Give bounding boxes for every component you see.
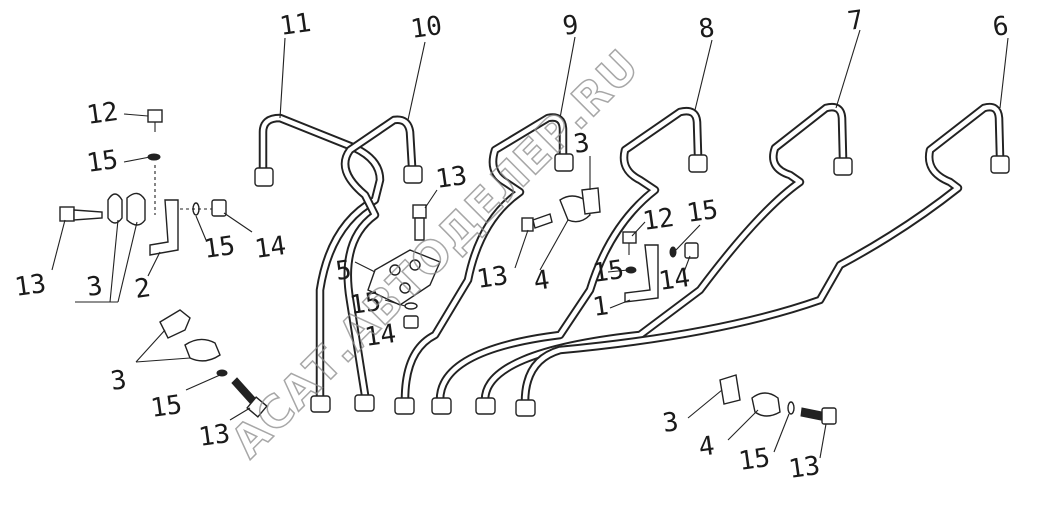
nut-14-center [403,315,419,329]
callout-13-lower-right: 13 [787,451,822,485]
callout-15-right: 15 [591,255,626,289]
washer-15-lower-right [787,401,795,415]
callout-9: 9 [561,10,581,42]
callout-13-mid: 13 [475,261,510,295]
pipe-11 [258,113,385,401]
callout-2: 2 [133,273,153,305]
callout-15-lower-left: 15 [149,390,184,424]
callout-14-right: 14 [657,263,692,297]
callout-14-left: 14 [253,231,288,265]
callout-15-center: 15 [348,287,383,321]
clamp-3-mid [581,187,601,215]
bolt-12-right [622,231,637,255]
clamp-4-lower-left [184,338,221,362]
bracket-1 [624,244,659,303]
callouts: 11 10 9 8 7 6 12 15 13 3 2 15 14 13 5 15… [13,5,1011,485]
callout-3-lower-right: 3 [661,407,681,439]
bolt-13-lower-left [231,377,268,418]
washer-15-right-2 [669,246,677,258]
pipe-8 [435,106,703,405]
leader-lines [51,29,1009,459]
pipe-6 [520,102,1005,407]
callout-11: 11 [278,8,313,42]
bracket-2 [149,199,179,256]
callout-14-center: 14 [363,319,398,353]
clamp-3-left [107,192,146,226]
nut-14-left [211,199,227,217]
callout-4-mid: 4 [532,265,552,297]
bolt-12-upper-left [147,109,163,132]
bolt-13-mid [521,213,553,232]
callout-15-upper-left: 15 [85,145,120,179]
callout-13-center: 13 [434,161,469,195]
pipe-end-nuts [254,153,1010,417]
bolt-13-left [59,206,103,222]
callout-12-right: 12 [641,203,676,237]
nut-14-right [684,242,699,259]
clamp-5 [367,249,441,306]
callout-10: 10 [409,11,444,45]
callout-3-lower-left: 3 [109,365,129,397]
callout-15-left: 15 [202,231,237,265]
washer-15-lower-left [216,369,228,377]
bolt-13-lower-right [800,407,837,425]
callout-13-lower-left: 13 [197,419,232,453]
clamp-4-mid [559,195,591,223]
callout-7: 7 [846,5,866,37]
callout-12-upper-left: 12 [85,97,120,131]
callout-4-lower-right: 4 [697,431,717,463]
callout-15-lower-right: 15 [737,443,772,477]
bolt-13-center [412,204,427,241]
pipe-10 [340,115,417,400]
clamp-3-lower-right [719,374,741,405]
callout-13-left: 13 [13,269,48,303]
pipe-9 [400,113,568,405]
callout-6: 6 [991,11,1011,43]
clamp-3-lower-left [159,309,191,339]
clamp-4-lower-right [751,392,781,417]
callout-15-right-upper: 15 [685,195,720,229]
callout-5: 5 [334,255,354,287]
callout-3-left: 3 [85,271,105,303]
callout-3-mid: 3 [572,128,592,160]
callout-1: 1 [591,291,611,323]
callout-8: 8 [697,13,717,45]
pipe-7 [480,102,848,405]
